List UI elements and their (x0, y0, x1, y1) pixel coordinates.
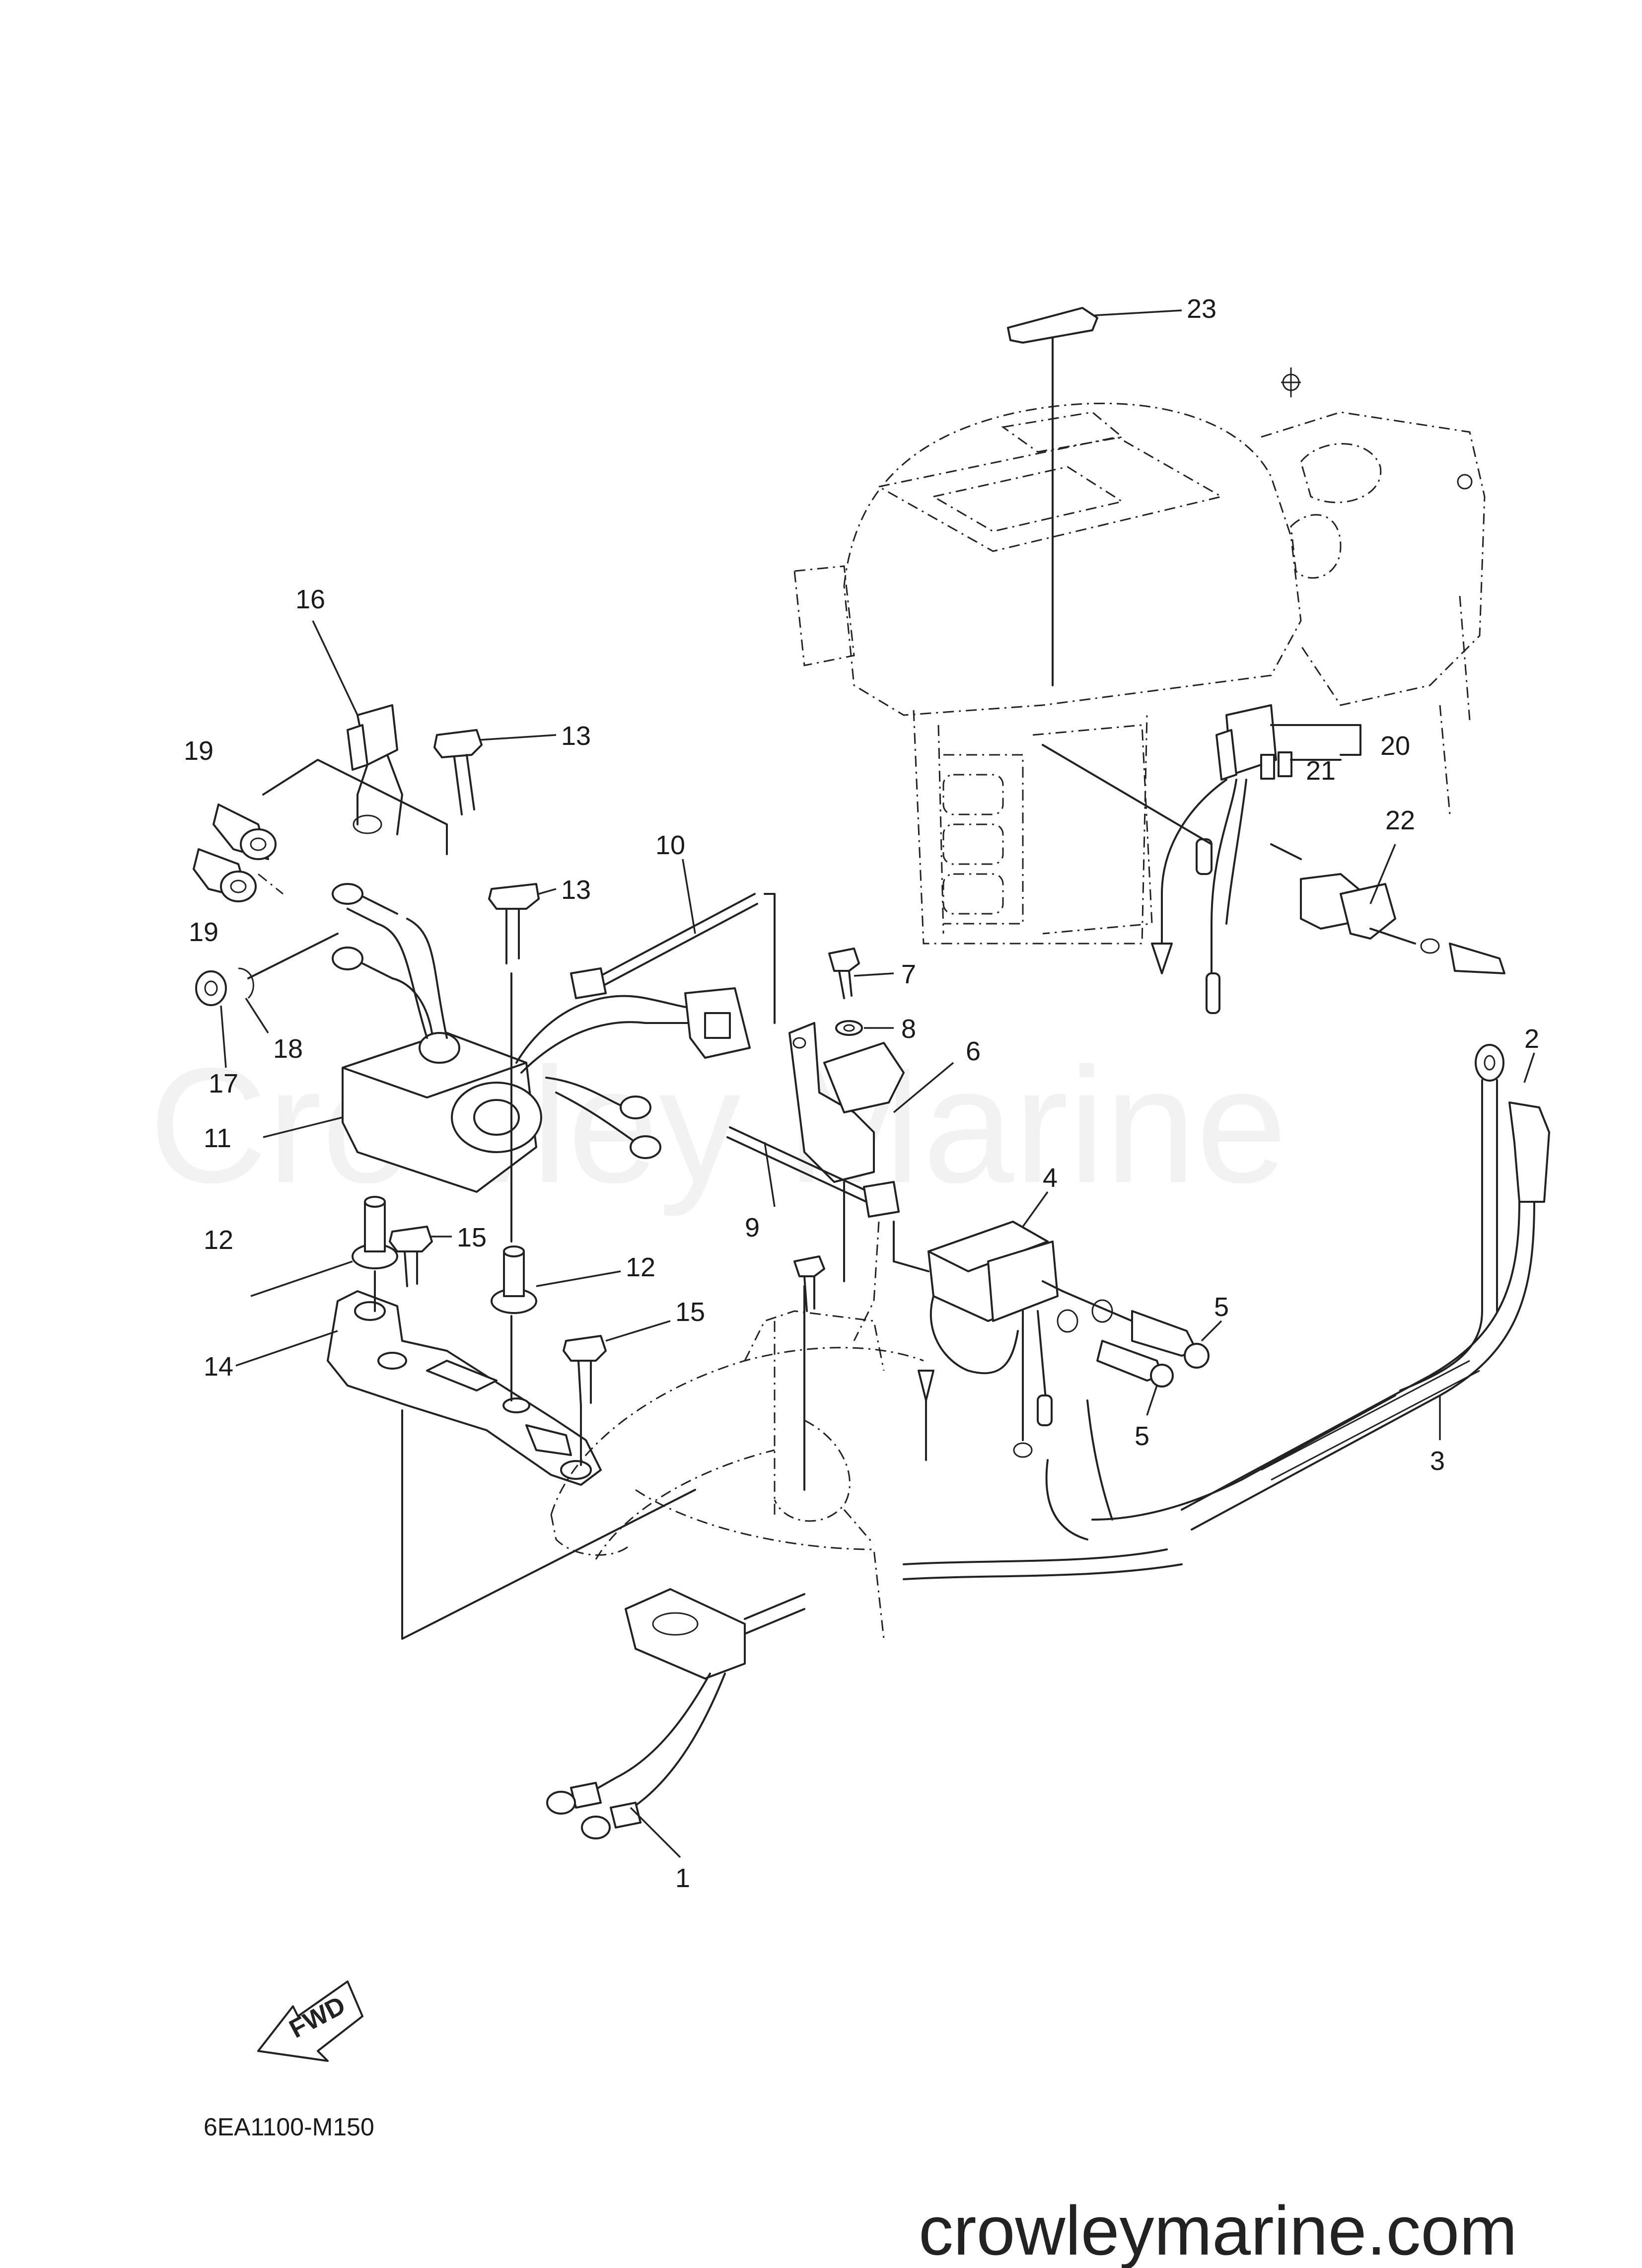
callout-13b: 13 (561, 875, 591, 905)
part-5 (1057, 1290, 1222, 1416)
callout-20: 20 (1380, 731, 1410, 761)
site-url: crowleymarine.com (919, 2192, 1517, 2268)
callout-7: 7 (901, 959, 916, 989)
callout-15b: 15 (675, 1297, 705, 1327)
part-11 (263, 883, 751, 1208)
callout-9: 9 (745, 1213, 760, 1243)
callout-14: 14 (204, 1352, 233, 1382)
diagram-code: 6EA1100-M150 (204, 2113, 374, 2141)
part-12-upper (250, 1196, 398, 1297)
callout-18: 18 (273, 1034, 303, 1064)
part-13-lower (488, 883, 557, 964)
callout-23: 23 (1187, 294, 1216, 324)
callout-21: 21 (1306, 756, 1336, 786)
callout-3: 3 (1430, 1446, 1445, 1476)
callout-5b: 5 (1135, 1421, 1149, 1451)
callout-12b: 12 (626, 1252, 655, 1282)
lower-housing (550, 1221, 924, 1639)
part-20-21 (1042, 704, 1361, 1014)
callout-5a: 5 (1214, 1292, 1229, 1322)
part-4 (893, 1191, 1064, 1461)
callout-1: 1 (675, 1863, 690, 1893)
part-6-7-8 (764, 893, 954, 1282)
callout-6: 6 (966, 1036, 981, 1066)
callout-11: 11 (204, 1123, 231, 1153)
part-1 (546, 1588, 805, 1858)
part-17-18 (195, 933, 339, 1068)
part-16 (312, 620, 403, 835)
callout-8: 8 (901, 1014, 916, 1044)
part-19 (193, 759, 448, 902)
fwd-arrow-icon: FWD (257, 1980, 363, 2062)
callout-19a: 19 (184, 736, 214, 766)
callout-10: 10 (655, 830, 685, 860)
callout-12a: 12 (204, 1225, 233, 1255)
callout-17: 17 (209, 1069, 238, 1098)
callout-4: 4 (1043, 1163, 1058, 1193)
part-10 (570, 859, 758, 999)
engine-outline (793, 367, 1486, 945)
callout-22: 22 (1385, 805, 1415, 835)
part-23 (1007, 307, 1182, 686)
callout-15a: 15 (457, 1223, 487, 1252)
watermark: Crowley Marine (149, 1033, 1287, 1218)
part-22 (1300, 844, 1505, 974)
callout-16: 16 (295, 585, 325, 614)
callout-19b: 19 (189, 917, 218, 947)
callout-2: 2 (1524, 1024, 1539, 1054)
part-2-3 (903, 1044, 1550, 1580)
part-15 (389, 1226, 825, 1406)
callout-13a: 13 (561, 721, 591, 751)
part-9 (726, 1126, 900, 1218)
part-14 (235, 1206, 696, 1640)
part-12-lower (491, 1245, 621, 1314)
part-13-upper (433, 729, 557, 815)
